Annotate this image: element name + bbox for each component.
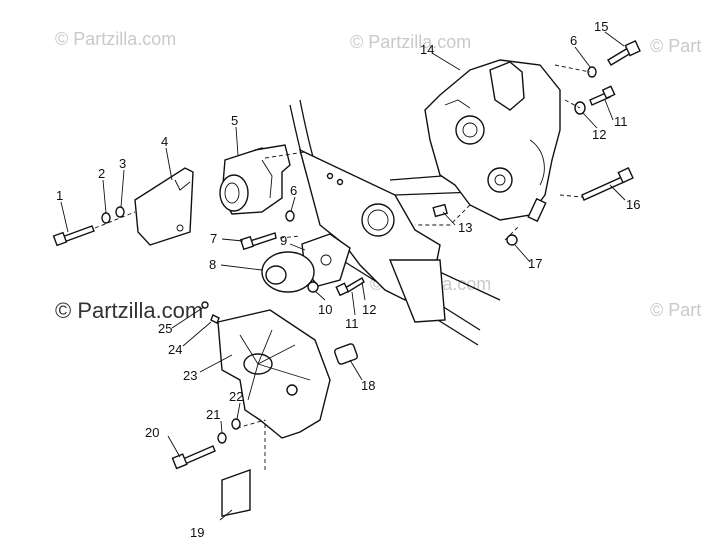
nut-10 (307, 281, 319, 293)
bolt-20 (171, 445, 216, 470)
bolt-1 (52, 225, 95, 247)
callout-23: 23 (183, 368, 197, 383)
callout-10: 10 (318, 302, 332, 317)
belt-guard (217, 309, 331, 439)
screw-25 (201, 301, 209, 309)
bracket-plate (134, 167, 194, 246)
bolt-7 (239, 232, 277, 251)
callout-9: 9 (280, 233, 287, 248)
callout-13: 13 (458, 220, 472, 235)
callout-7: 7 (210, 231, 217, 246)
callout-11: 11 (345, 316, 359, 331)
leader-lines (60, 31, 626, 521)
washer-6-left (285, 210, 295, 222)
bolt-15 (607, 40, 641, 66)
watermark: © Part (650, 36, 701, 56)
watermark: © Partzilla.com (55, 298, 203, 323)
callout-labels: 1 2 3 4 5 6 6 7 8 9 10 11 11 12 12 13 14… (56, 19, 640, 540)
nut-17 (506, 234, 518, 246)
watermark: © Part (650, 300, 701, 320)
callout-3: 3 (119, 156, 126, 171)
decal (221, 469, 251, 517)
washer-2 (101, 212, 111, 224)
callout-8: 8 (209, 257, 216, 272)
callout-2: 2 (98, 166, 105, 181)
callout-5: 5 (231, 113, 238, 128)
callout-6: 6 (290, 183, 297, 198)
callout-18: 18 (361, 378, 375, 393)
gearcase (424, 59, 561, 223)
callout-14: 14 (420, 42, 434, 57)
washer-6-right (587, 66, 597, 78)
bushing (334, 343, 358, 365)
callout-4: 4 (161, 134, 168, 149)
mounting-plate (298, 148, 446, 323)
callout-17: 17 (528, 256, 542, 271)
washer-22 (231, 418, 241, 430)
assembly-lines (94, 64, 591, 470)
callout-1: 1 (56, 188, 63, 203)
callout-25: 25 (158, 321, 172, 336)
callout-11: 11 (614, 114, 628, 129)
callout-6: 6 (570, 33, 577, 48)
watermark: © Partzilla.com (350, 32, 471, 52)
bolt-16 (581, 167, 634, 201)
callout-12: 12 (362, 302, 376, 317)
pulley (261, 251, 315, 293)
bolt-13 (432, 203, 448, 218)
bolt-11-lower (335, 277, 365, 297)
watermark: © Partzilla.com (55, 29, 176, 49)
callout-22: 22 (229, 389, 243, 404)
motor (219, 144, 291, 215)
callout-15: 15 (594, 19, 608, 34)
washer-3 (115, 206, 125, 218)
callout-12: 12 (592, 127, 606, 142)
callout-16: 16 (626, 197, 640, 212)
callout-19: 19 (190, 525, 204, 540)
callout-21: 21 (206, 407, 220, 422)
clip-24 (210, 314, 220, 324)
bolt-11-upper (589, 85, 616, 106)
callout-24: 24 (168, 342, 182, 357)
washer-21 (217, 432, 227, 444)
callout-20: 20 (145, 425, 159, 440)
